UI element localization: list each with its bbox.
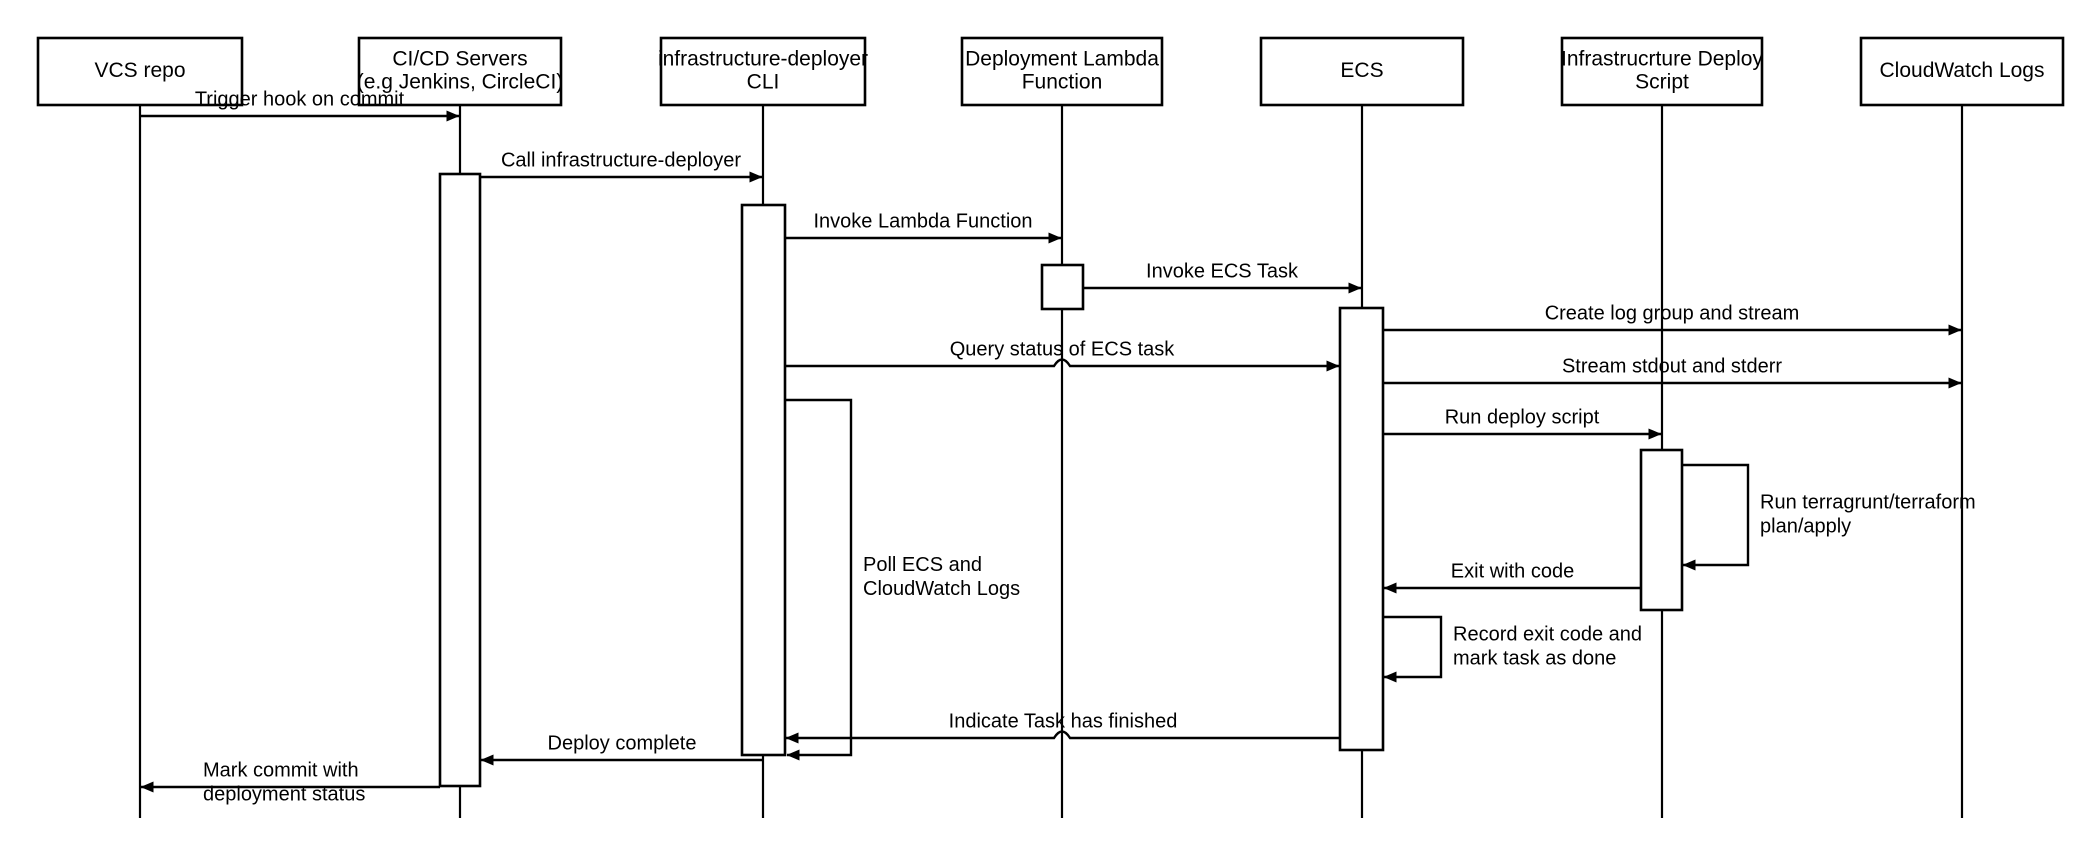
participant-heads-layer: [36, 36, 2065, 107]
message-arrow-m6[interactable]: [785, 358, 1340, 372]
self-message-s1[interactable]: [786, 398, 853, 761]
participant-label-cicd: (e.g Jenkins, CircleCI): [357, 71, 564, 94]
message-label-m8: Run deploy script: [1445, 406, 1600, 428]
participant-box-cli[interactable]: [659, 36, 867, 107]
self-message-label-s2: Run terragrunt/terraform: [1760, 491, 1976, 513]
participant-label-lambda: Function: [1022, 71, 1103, 94]
message-label-m12: deployment status: [203, 783, 365, 805]
message-label-m12: Mark commit with: [203, 759, 359, 781]
participant-label-deployscript: Infrastrucrture Deploy: [1561, 48, 1763, 71]
messages-layer: [140, 110, 1962, 793]
message-label-m3: Invoke Lambda Function: [813, 210, 1032, 232]
self-message-label-s1: Poll ECS and: [863, 554, 982, 576]
self-message-label-s1: CloudWatch Logs: [863, 578, 1020, 600]
message-label-m5: Create log group and stream: [1545, 302, 1800, 324]
message-label-m11: Deploy complete: [548, 732, 697, 754]
message-label-m10: Indicate Task has finished: [949, 710, 1178, 732]
message-label-m7: Stream stdout and stderr: [1562, 355, 1782, 377]
participant-label-vcs: VCS repo: [94, 59, 185, 82]
participant-label-lambda: Deployment Lambda: [965, 48, 1159, 71]
self-message-label-s3: mark task as done: [1453, 647, 1616, 669]
labels-layer: VCS repo CI/CD Servers(e.g Jenkins, Circl…: [94, 48, 2044, 806]
message-label-m2: Call infrastructure-deployer: [501, 149, 741, 171]
participant-box-vcs[interactable]: [36, 36, 244, 107]
self-message-label-s3: Record exit code and: [1453, 623, 1642, 645]
message-label-m4: Invoke ECS Task: [1146, 260, 1299, 282]
participant-label-cwlogs: CloudWatch Logs: [1880, 59, 2045, 82]
message-label-m9: Exit with code: [1451, 560, 1574, 582]
message-arrow-m10[interactable]: [785, 730, 1340, 744]
participant-label-ecs: ECS: [1340, 59, 1383, 82]
participant-box-deployscript[interactable]: [1560, 36, 1764, 107]
activation-lambda[interactable]: [1040, 263, 1085, 311]
message-label-m1: Trigger hook on commit: [195, 88, 405, 110]
activation-cli[interactable]: [740, 203, 787, 757]
participant-label-cicd: CI/CD Servers: [392, 48, 527, 71]
activation-ecs[interactable]: [1338, 306, 1385, 752]
participant-box-ecs[interactable]: [1259, 36, 1465, 107]
self-message-s3[interactable]: [1383, 615, 1443, 683]
activation-deployscript[interactable]: [1639, 448, 1684, 612]
participant-label-deployscript: Script: [1635, 71, 1689, 94]
message-label-m6: Query status of ECS task: [950, 338, 1176, 360]
self-message-s2[interactable]: [1682, 463, 1750, 571]
activation-cicd[interactable]: [438, 172, 482, 788]
participant-box-cicd[interactable]: [357, 36, 563, 107]
activations-layer: [438, 172, 1684, 788]
self-message-label-s2: plan/apply: [1760, 515, 1851, 537]
participant-label-cli: infrastructure-deployer: [658, 48, 868, 71]
participant-label-cli: CLI: [747, 71, 780, 94]
participant-box-cwlogs[interactable]: [1859, 36, 2065, 107]
participant-box-lambda[interactable]: [960, 36, 1164, 107]
